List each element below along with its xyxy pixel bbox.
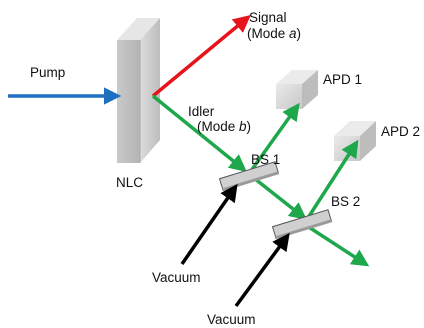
pump-label: Pump <box>30 65 65 80</box>
apd1-detector <box>276 70 318 109</box>
bs1-label: BS 1 <box>251 152 280 167</box>
vacuum-label-2: Vacuum <box>207 312 256 327</box>
apd1-label: APD 1 <box>323 72 362 87</box>
signal-mode-label: (Mode a) <box>247 26 301 41</box>
nlc-label: NLC <box>116 175 143 190</box>
signal-beam-arrow <box>151 14 251 98</box>
bs2-transmitted-beam-arrow <box>303 222 370 267</box>
vacuum-label-1: Vacuum <box>152 270 201 285</box>
bs1-transmitted-beam-arrow <box>248 173 307 220</box>
vacuum-input-2-arrow <box>234 232 290 308</box>
idler-mode-label: (Mode b) <box>197 119 251 134</box>
nlc-crystal <box>117 18 160 163</box>
apd2-detector <box>334 121 376 161</box>
idler-beam-arrow <box>151 94 247 172</box>
bs1-reflected-beam-arrow <box>246 102 300 177</box>
signal-label: Signal <box>249 10 287 25</box>
bs2-reflected-beam-arrow <box>302 139 359 225</box>
apd2-label: APD 2 <box>381 124 420 139</box>
bs2-label: BS 2 <box>331 194 360 209</box>
vacuum-input-1-arrow <box>180 183 238 265</box>
idler-label: Idler <box>188 104 215 119</box>
